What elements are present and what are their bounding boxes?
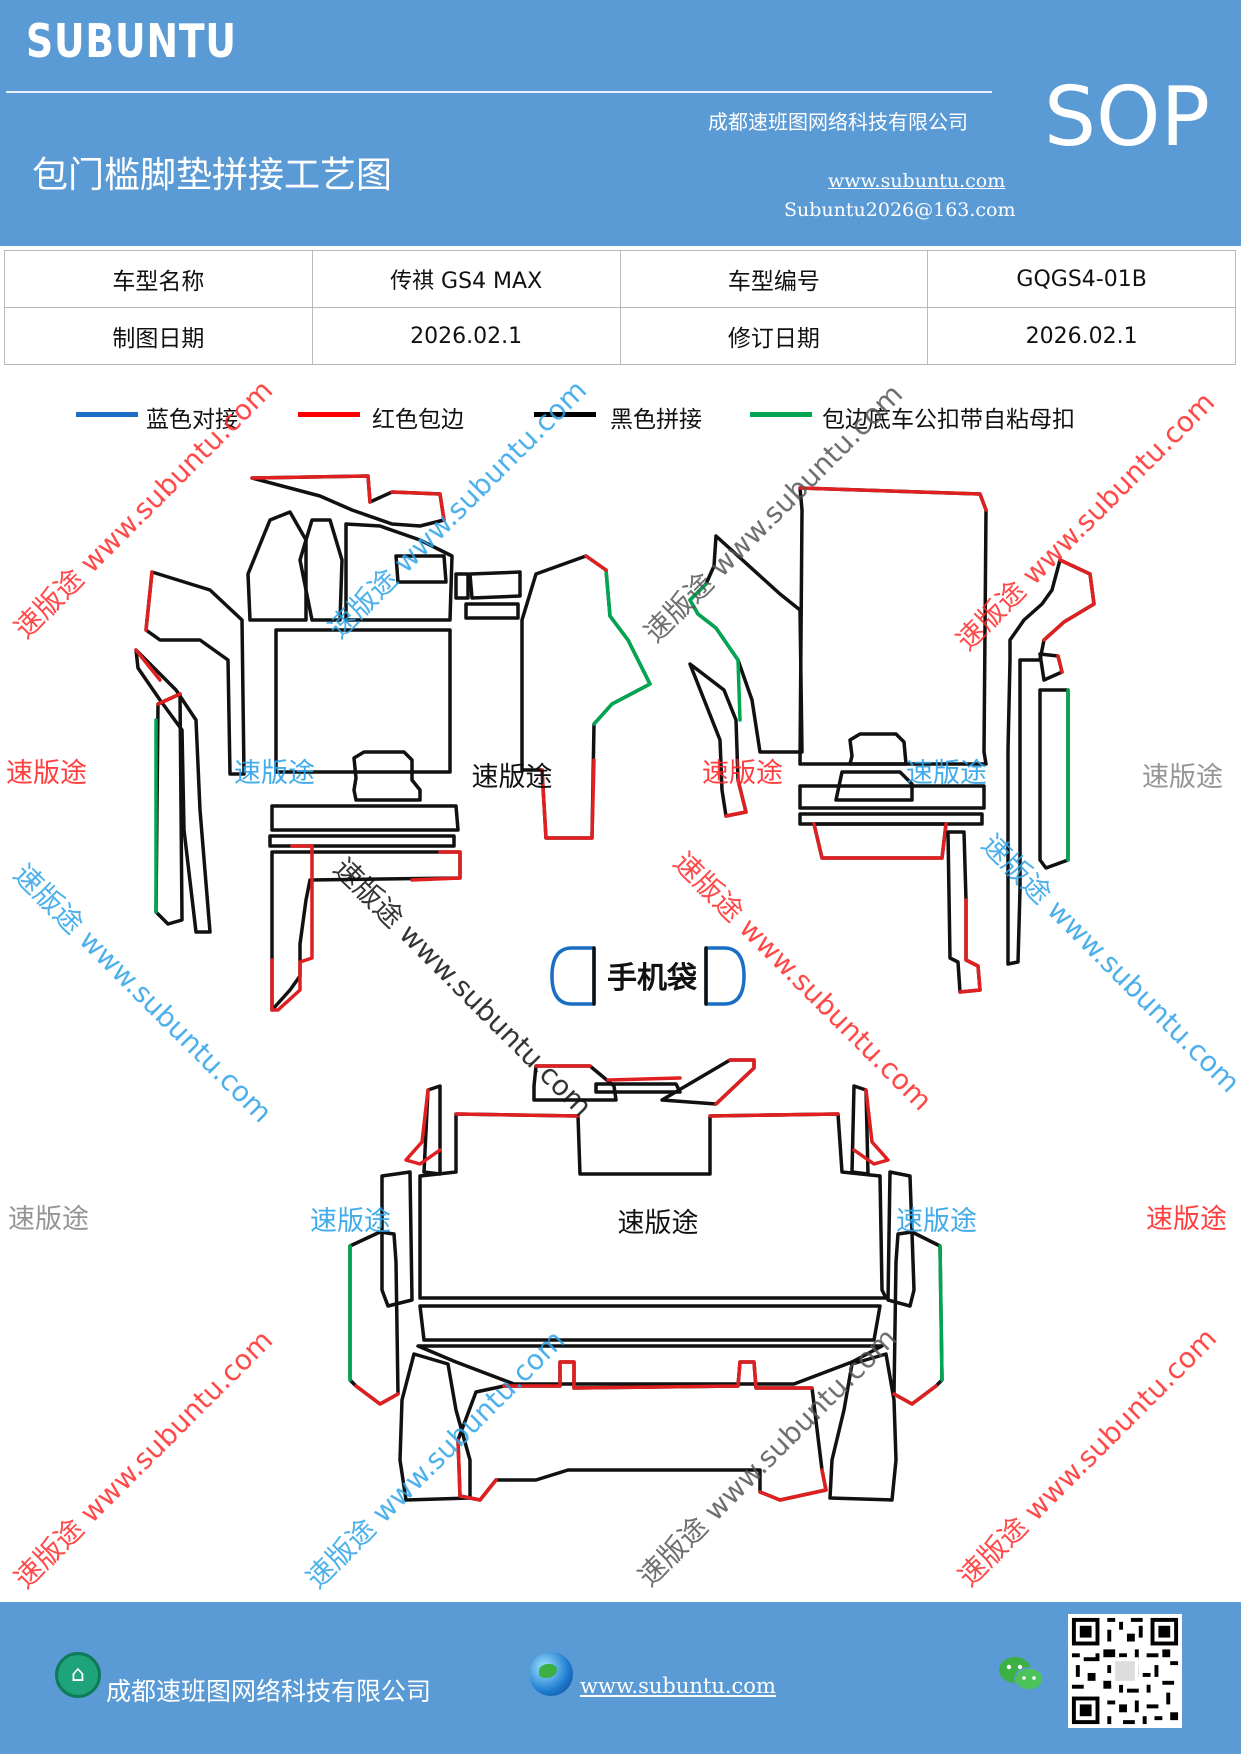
watermark-diagonal: 速版途 www.subuntu.com [322, 373, 594, 645]
page-title: 包门槛脚垫拼接工艺图 [32, 155, 393, 196]
label-model-name: 车型名称 [4, 250, 313, 308]
watermark-diagonal: 速版途 www.subuntu.com [952, 1321, 1224, 1593]
watermark-diagonal: 速版途 www.subuntu.com [300, 1323, 572, 1595]
phone-bag [550, 946, 746, 1006]
brand-logo: SUBUNTU [26, 14, 237, 68]
legend-label: 蓝色对接 [146, 407, 238, 433]
center-label: 速版途 [618, 1208, 699, 1239]
legend-label: 红色包边 [372, 407, 464, 433]
header-url-link[interactable]: www.subuntu.com [828, 170, 1006, 192]
value-model-code: GQGS4-01B [927, 250, 1236, 308]
watermark-text: 速版途 [702, 758, 783, 789]
mat-rear [348, 1058, 944, 1502]
watermark-diagonal: 速版途 www.subuntu.com [950, 385, 1222, 657]
watermark-diagonal: 速版途 www.subuntu.com [638, 377, 910, 649]
mat-front-right [688, 486, 1096, 994]
label-draw-date: 制图日期 [4, 307, 313, 365]
watermark-text: 速版途 [6, 758, 87, 789]
table-row: 制图日期 2026.02.1 修订日期 2026.02.1 [4, 307, 1236, 365]
value-draw-date: 2026.02.1 [311, 307, 621, 365]
value-model-name: 传祺 GS4 MAX [311, 250, 621, 308]
watermark-diagonal: 速版途 www.subuntu.com [8, 1323, 280, 1595]
header-banner [0, 0, 1241, 246]
watermark-diagonal: 速版途 www.subuntu.com [667, 846, 939, 1118]
label-revise-date: 修订日期 [619, 307, 929, 365]
globe-icon [529, 1652, 573, 1696]
watermark-text: 速版途 [8, 1204, 89, 1235]
legend-swatch-green [750, 412, 812, 417]
watermark-diagonal: 速版途 www.subuntu.com [8, 373, 280, 645]
value-revise-date: 2026.02.1 [927, 307, 1236, 365]
watermark-diagonal: 速版途 www.subuntu.com [327, 852, 599, 1124]
watermark-text: 速版途 [234, 758, 315, 789]
legend-swatch-black [534, 412, 596, 417]
center-label: 速版途 [472, 762, 553, 793]
watermark-text: 速版途 [1146, 1204, 1227, 1235]
watermark-text: 速版途 [896, 1206, 977, 1237]
doc-type-label: SOP [1044, 70, 1211, 165]
footer-url-link[interactable]: www.subuntu.com [580, 1674, 776, 1698]
info-table: 车型名称 传祺 GS4 MAX 车型编号 GQGS4-01B 制图日期 2026… [4, 250, 1236, 365]
legend-label: 黑色拼接 [610, 407, 702, 433]
table-row: 车型名称 传祺 GS4 MAX 车型编号 GQGS4-01B [4, 250, 1236, 308]
watermark-text: 速版途 [1142, 762, 1223, 793]
footer-company: 成都速班图网络科技有限公司 [106, 1677, 432, 1706]
legend-label: 包边底车公扣带自粘母扣 [822, 407, 1075, 433]
header-email: Subuntu2026@163.com [784, 199, 1016, 221]
watermark-text: 速版途 [906, 758, 987, 789]
watermark-diagonal: 速版途 www.subuntu.com [7, 858, 279, 1130]
qr-code [1068, 1614, 1182, 1728]
watermark-text: 速版途 [310, 1206, 391, 1237]
wechat-icon [999, 1657, 1044, 1691]
header-divider [6, 91, 992, 93]
legend-swatch-blue [76, 412, 138, 417]
header-company: 成都速班图网络科技有限公司 [708, 110, 968, 134]
mat-front-left [134, 474, 652, 1012]
label-model-code: 车型编号 [619, 250, 929, 308]
home-icon: ⌂ [55, 1652, 101, 1698]
watermark-diagonal: 速版途 www.subuntu.com [632, 1321, 904, 1593]
phone-bag-label: 手机袋 [607, 961, 697, 996]
legend-swatch-red [298, 412, 360, 417]
